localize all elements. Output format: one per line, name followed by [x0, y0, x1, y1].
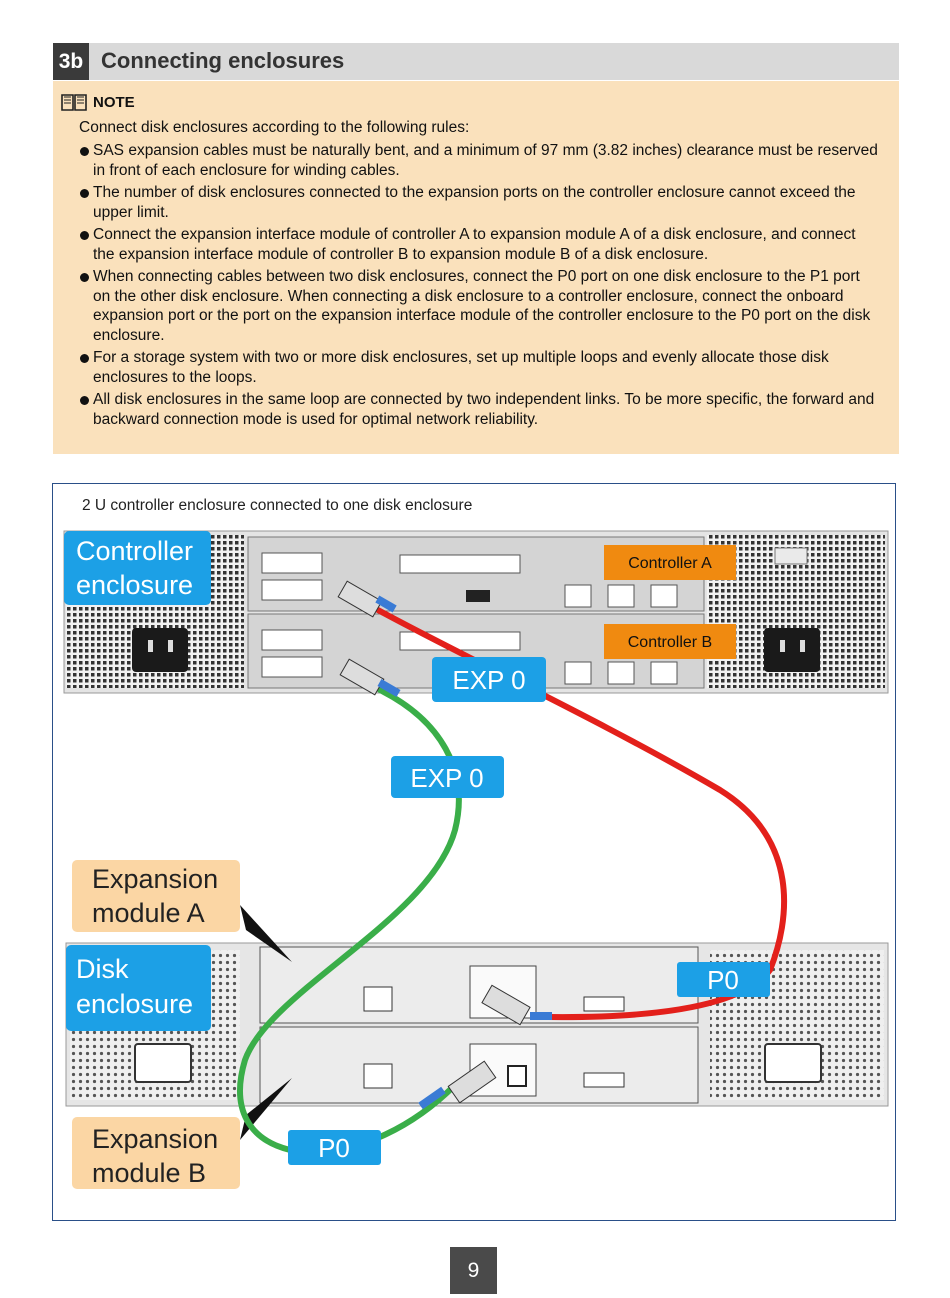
label-text: Controller A: [628, 555, 712, 572]
list-item: The number of disk enclosures connected …: [79, 183, 879, 222]
section-title: Connecting enclosures: [101, 48, 345, 73]
label-p0-right: P0: [677, 962, 770, 997]
label-text: P0: [318, 1133, 350, 1163]
section-header: 3b Connecting enclosures: [53, 43, 899, 80]
label-text: P0: [707, 965, 739, 995]
note-header: NOTE: [61, 92, 135, 112]
label-exp0-top: EXP 0: [432, 657, 546, 702]
label-text: EXP 0: [410, 763, 483, 793]
label-text: enclosure: [76, 570, 193, 600]
label-text: module B: [92, 1158, 206, 1188]
cable-connector-top: [337, 580, 397, 618]
book-icon: [61, 94, 87, 111]
list-item: For a storage system with two or more di…: [79, 348, 879, 387]
label-text: Disk: [76, 954, 129, 984]
label-p0-bottom: P0: [288, 1130, 381, 1165]
label-text: enclosure: [76, 989, 193, 1019]
note-label: NOTE: [93, 93, 135, 111]
label-text: Expansion: [92, 1124, 218, 1154]
page-number: 9: [450, 1247, 497, 1294]
label-expansion-module-b: Expansion module B: [72, 1117, 240, 1189]
section-number: 3b: [53, 43, 89, 80]
label-controller-enclosure: Controller enclosure: [64, 531, 211, 605]
list-item: All disk enclosures in the same loop are…: [79, 390, 879, 429]
label-text: EXP 0: [452, 665, 525, 695]
label-exp0-mid: EXP 0: [391, 756, 504, 798]
cable-connector-disk-b: [418, 1060, 497, 1110]
label-disk-enclosure: Disk enclosure: [66, 945, 211, 1031]
note-intro: Connect disk enclosures according to the…: [79, 119, 470, 136]
label-text: Expansion: [92, 864, 218, 894]
label-text: Controller B: [628, 634, 712, 651]
list-item: Connect the expansion interface module o…: [79, 225, 879, 264]
label-controller-a: Controller A: [604, 545, 736, 580]
figure-frame: [52, 483, 896, 1221]
list-item: SAS expansion cables must be naturally b…: [79, 141, 879, 180]
cable-connector-mid: [339, 658, 401, 697]
label-controller-b: Controller B: [604, 624, 736, 659]
list-item: When connecting cables between two disk …: [79, 267, 879, 345]
figure-caption: 2 U controller enclosure connected to on…: [82, 497, 473, 514]
label-expansion-module-a: Expansion module A: [72, 860, 240, 932]
label-text: module A: [92, 898, 205, 928]
note-box: NOTE Connect disk enclosures according t…: [53, 81, 899, 454]
note-rules: SAS expansion cables must be naturally b…: [79, 141, 879, 432]
cable-connector-disk-a: [481, 984, 552, 1026]
pointer-module-a: [240, 905, 292, 962]
label-text: Controller: [76, 536, 193, 566]
